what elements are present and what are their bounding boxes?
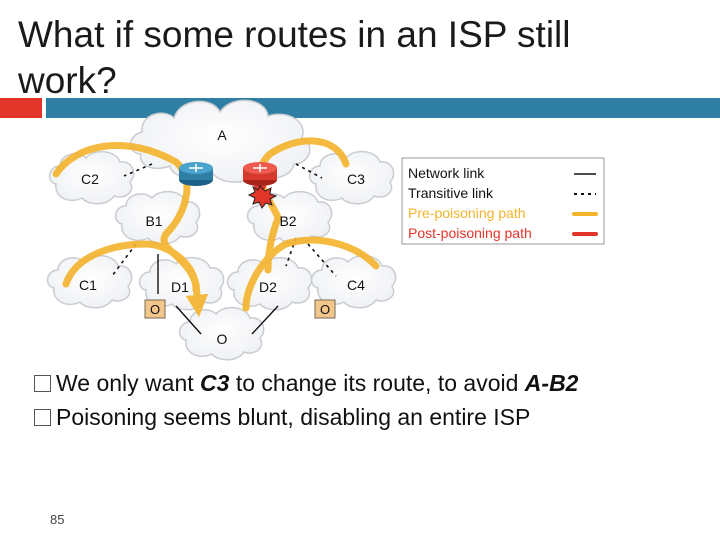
cloud-B1 [114,190,201,245]
node-label-B1: B1 [145,213,162,229]
bullet-list: We only want C3 to change its route, to … [34,366,714,434]
cloud-C3 [308,150,395,205]
link-D2-O [251,305,279,335]
legend-label-post-poisoning: Post-poisoning path [408,225,532,241]
origin-box-right-label: O [320,302,330,317]
network-links [157,254,279,335]
legend-label-transitive-link: Transitive link [408,185,494,201]
cloud-C1 [46,254,133,309]
path-yellow-C1 [62,240,200,294]
cloud-O [178,306,265,361]
node-label-A: A [217,127,227,143]
transitive-B2-D2 [285,237,297,267]
title-accent-bar-red [0,98,42,118]
router-icon-blue [179,162,213,186]
legend: Network link Transitive link Pre-poisoni… [401,157,605,245]
link-D1-O [175,305,202,335]
transitive-B2-C4 [307,243,337,277]
explosion-icon [247,185,278,209]
bullet-checkbox-icon [34,375,51,392]
network-diagram: O O A C2 C3 B1 B2 C1 D1 D2 C4 O Network … [46,99,605,361]
path-yellow-C4 [242,236,380,312]
origin-box-right: O [314,299,336,319]
node-label-C3: C3 [347,171,365,187]
node-label-C4: C4 [347,277,365,293]
transitive-links [111,163,337,277]
transitive-A-C2 [123,163,153,177]
bullet-2-text: Poisoning seems blunt, disabling an enti… [56,404,531,430]
bullet-1-emphasis-c3: C3 [200,370,230,396]
node-label-O: O [217,331,228,347]
node-label-D1: D1 [171,279,189,295]
bullet-checkbox-icon [34,409,51,426]
bullet-item-1: We only want C3 to change its route, to … [34,366,714,400]
bullet-1-text-a: We only want [56,370,201,396]
page-number: 85 [50,512,65,527]
origin-box-left-label: O [150,302,160,317]
node-label-D2: D2 [259,279,277,295]
bullet-item-2: Poisoning seems blunt, disabling an enti… [34,400,714,434]
origin-box-left: O [144,299,166,319]
legend-label-network-link: Network link [408,165,485,181]
node-label-B2: B2 [279,213,296,229]
bullet-1-emphasis-ab2: A-B2 [524,370,579,396]
transitive-A-C3 [295,163,323,179]
router-icon-red [243,162,277,186]
legend-label-pre-poisoning: Pre-poisoning path [408,205,526,221]
bullet-1-text-b: to change its route, to avoid [229,370,525,396]
node-label-C2: C2 [81,171,99,187]
node-label-C1: C1 [79,277,97,293]
slide-title: What if some routes in an ISP still work… [18,14,571,101]
